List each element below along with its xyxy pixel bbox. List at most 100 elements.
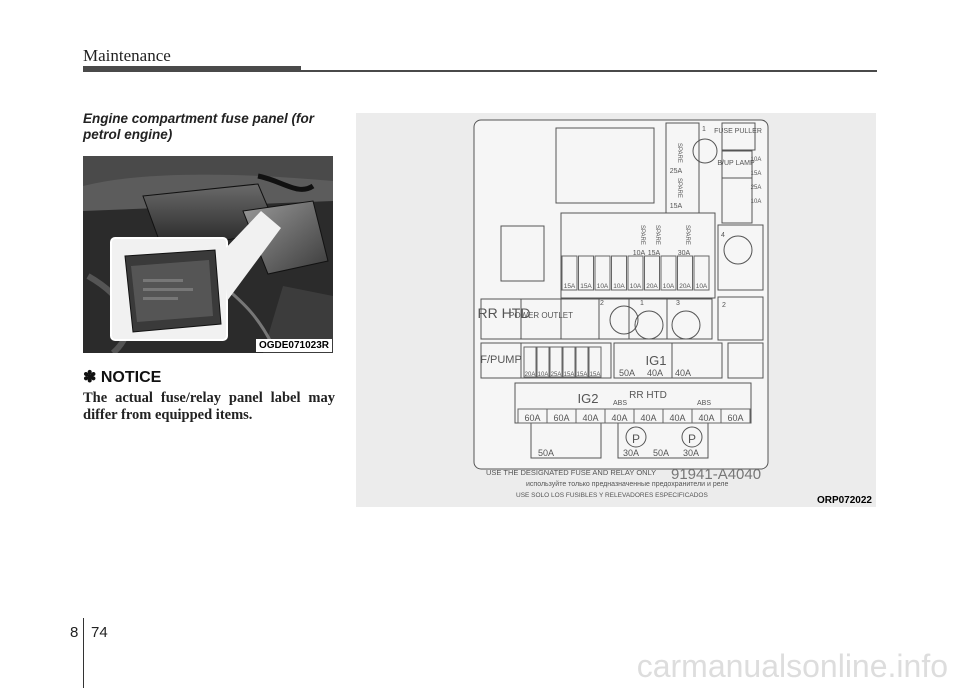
small-fuse-slot bbox=[594, 255, 611, 291]
rr-htd-label-top: RR HTD bbox=[478, 305, 531, 321]
usage-text-ru: используйте только предназначенные предо… bbox=[526, 480, 729, 488]
spare-fuse-label: SPARE bbox=[654, 225, 660, 245]
fpump-label: F/PUMP bbox=[480, 354, 522, 366]
ig2-fuse-amp: 40A bbox=[611, 413, 627, 423]
ig1-fuse-amp: 40A bbox=[675, 368, 691, 378]
engine-photo: OGDE071023R bbox=[83, 156, 333, 353]
watermark: carmanualsonline.info bbox=[636, 648, 948, 684]
section-title: Engine compartment fuse panel (for petro… bbox=[83, 111, 315, 142]
relay-circle-1 bbox=[609, 305, 639, 335]
header-divider-thick bbox=[83, 66, 301, 72]
diagram-label: ORP072022 bbox=[816, 495, 872, 506]
abs-label-2: ABS bbox=[697, 400, 711, 407]
power-outlet-label: POWER OUTLET bbox=[509, 311, 573, 320]
ig2-fuse-slot bbox=[720, 408, 751, 424]
footer-chapter-number: 8 bbox=[70, 624, 79, 641]
footer-divider bbox=[83, 618, 84, 688]
small-fuse-amp: 15A bbox=[580, 283, 592, 290]
fpump-fuse-amp: 15A bbox=[590, 372, 601, 378]
ig2-fuse-amp: 40A bbox=[669, 413, 685, 423]
small-fuse-amp: 10A bbox=[696, 283, 708, 290]
rr-htd-label-bottom: RR HTD bbox=[629, 390, 667, 401]
right-small-fuse-amp: 15A bbox=[751, 171, 762, 177]
fpump-fuse-amp: 20A bbox=[525, 372, 536, 378]
small-fuse-slot bbox=[578, 255, 594, 291]
right-small-fuse-amp: 25A bbox=[751, 185, 762, 191]
p-relay-label-2: P bbox=[688, 432, 696, 446]
spare-fuse-label: SPARE bbox=[676, 178, 682, 198]
footer-page-number: 74 bbox=[91, 624, 108, 641]
usage-text-es: USE SOLO LOS FUSIBLES Y RELEVADORES ESPE… bbox=[516, 492, 708, 499]
header-divider-thin bbox=[301, 70, 877, 72]
small-fuse-amp: 20A bbox=[679, 283, 691, 290]
ig2-fuse-amp: 40A bbox=[698, 413, 714, 423]
relay-circle-3 bbox=[671, 310, 701, 340]
relay-number-1b: 1 bbox=[640, 300, 644, 307]
spare-fuse-amp: 30A bbox=[678, 250, 691, 257]
small-fuse-slot bbox=[611, 255, 627, 291]
fpump-fuse-amp: 10A bbox=[538, 372, 549, 378]
notice-title: ✽ NOTICE bbox=[83, 367, 161, 387]
spare-fuse-amp: 15A bbox=[648, 250, 661, 257]
p-relay-circle-2 bbox=[681, 426, 703, 448]
backup-lamp-label: B/UP LAMP bbox=[717, 160, 755, 167]
ig1-fuse-amp: 50A bbox=[619, 368, 635, 378]
small-fuse-amp: 10A bbox=[613, 283, 625, 290]
spare-fuse-label: SPARE bbox=[676, 143, 682, 163]
right-small-fuse-amp: 10A bbox=[751, 157, 762, 163]
bottom-fuse-amp: 50A bbox=[653, 448, 669, 458]
engine-photo-illustration bbox=[83, 156, 333, 353]
relay-number-4: 4 bbox=[721, 232, 725, 239]
fpump-fuse-slot bbox=[562, 346, 576, 378]
fpump-fuse-slot bbox=[575, 346, 589, 378]
part-number: 91941-A4040 bbox=[671, 466, 761, 483]
spare-fuse-amp: 10A bbox=[633, 250, 646, 257]
notice-star-icon: ✽ bbox=[83, 369, 97, 386]
small-fuse-amp: 20A bbox=[646, 283, 658, 290]
bottom-fuse-amp: 30A bbox=[683, 448, 699, 458]
photo-label: OGDE071023R bbox=[255, 339, 332, 352]
relay-number-2: 2 bbox=[722, 302, 726, 309]
notice-body: The actual fuse/relay panel label may di… bbox=[83, 390, 335, 423]
fan-relay-circle bbox=[692, 138, 718, 164]
small-fuse-amp: 10A bbox=[597, 283, 609, 290]
small-fuse-amp: 10A bbox=[630, 283, 642, 290]
small-fuse-slot bbox=[627, 255, 644, 291]
small-fuse-slot bbox=[644, 255, 660, 291]
p-relay-circle-1 bbox=[625, 426, 647, 448]
fpump-fuse-slot bbox=[549, 346, 563, 378]
ig2-fuse-amp: 60A bbox=[524, 413, 540, 423]
fpump-fuse-slot bbox=[523, 346, 537, 378]
p-relay-label-1: P bbox=[632, 432, 640, 446]
relay-number-1: 1 bbox=[702, 126, 706, 133]
ig2-label: IG2 bbox=[578, 391, 599, 406]
relay-circle-2 bbox=[634, 310, 664, 340]
spare-fuse-amp: 25A bbox=[670, 168, 683, 175]
relay-number-2b: 2 bbox=[600, 300, 604, 307]
ig2-fuse-amp: 40A bbox=[640, 413, 656, 423]
fpump-fuse-slot bbox=[588, 346, 602, 378]
fpump-fuse-slot bbox=[536, 346, 550, 378]
small-fuse-slot bbox=[660, 255, 677, 291]
usage-text-en: USE THE DESIGNATED FUSE AND RELAY ONLY bbox=[486, 468, 656, 477]
ig1-fuse-amp: 40A bbox=[647, 368, 663, 378]
spare-fuse-label: SPARE bbox=[639, 225, 645, 245]
bottom-fuse-amp: 50A bbox=[538, 448, 554, 458]
ig2-fuse-amp: 60A bbox=[727, 413, 743, 423]
ig2-fuse-amp: 60A bbox=[553, 413, 569, 423]
fpump-fuse-amp: 15A bbox=[564, 372, 575, 378]
small-fuse-slot bbox=[677, 255, 693, 291]
small-fuse-amp: 15A bbox=[564, 283, 576, 290]
notice-title-text: NOTICE bbox=[100, 369, 162, 386]
fpump-fuse-amp: 25A bbox=[551, 372, 562, 378]
bottom-fuse-amp: 30A bbox=[623, 448, 639, 458]
fuse-puller-label: FUSE PULLER bbox=[714, 128, 762, 135]
abs-label-1: ABS bbox=[613, 400, 627, 407]
ig2-fuse-amp: 40A bbox=[582, 413, 598, 423]
spare-fuse-amp: 15A bbox=[670, 203, 683, 210]
ig1-label: IG1 bbox=[646, 353, 667, 368]
wiper-relay-circle bbox=[723, 235, 753, 265]
small-fuse-amp: 10A bbox=[663, 283, 675, 290]
